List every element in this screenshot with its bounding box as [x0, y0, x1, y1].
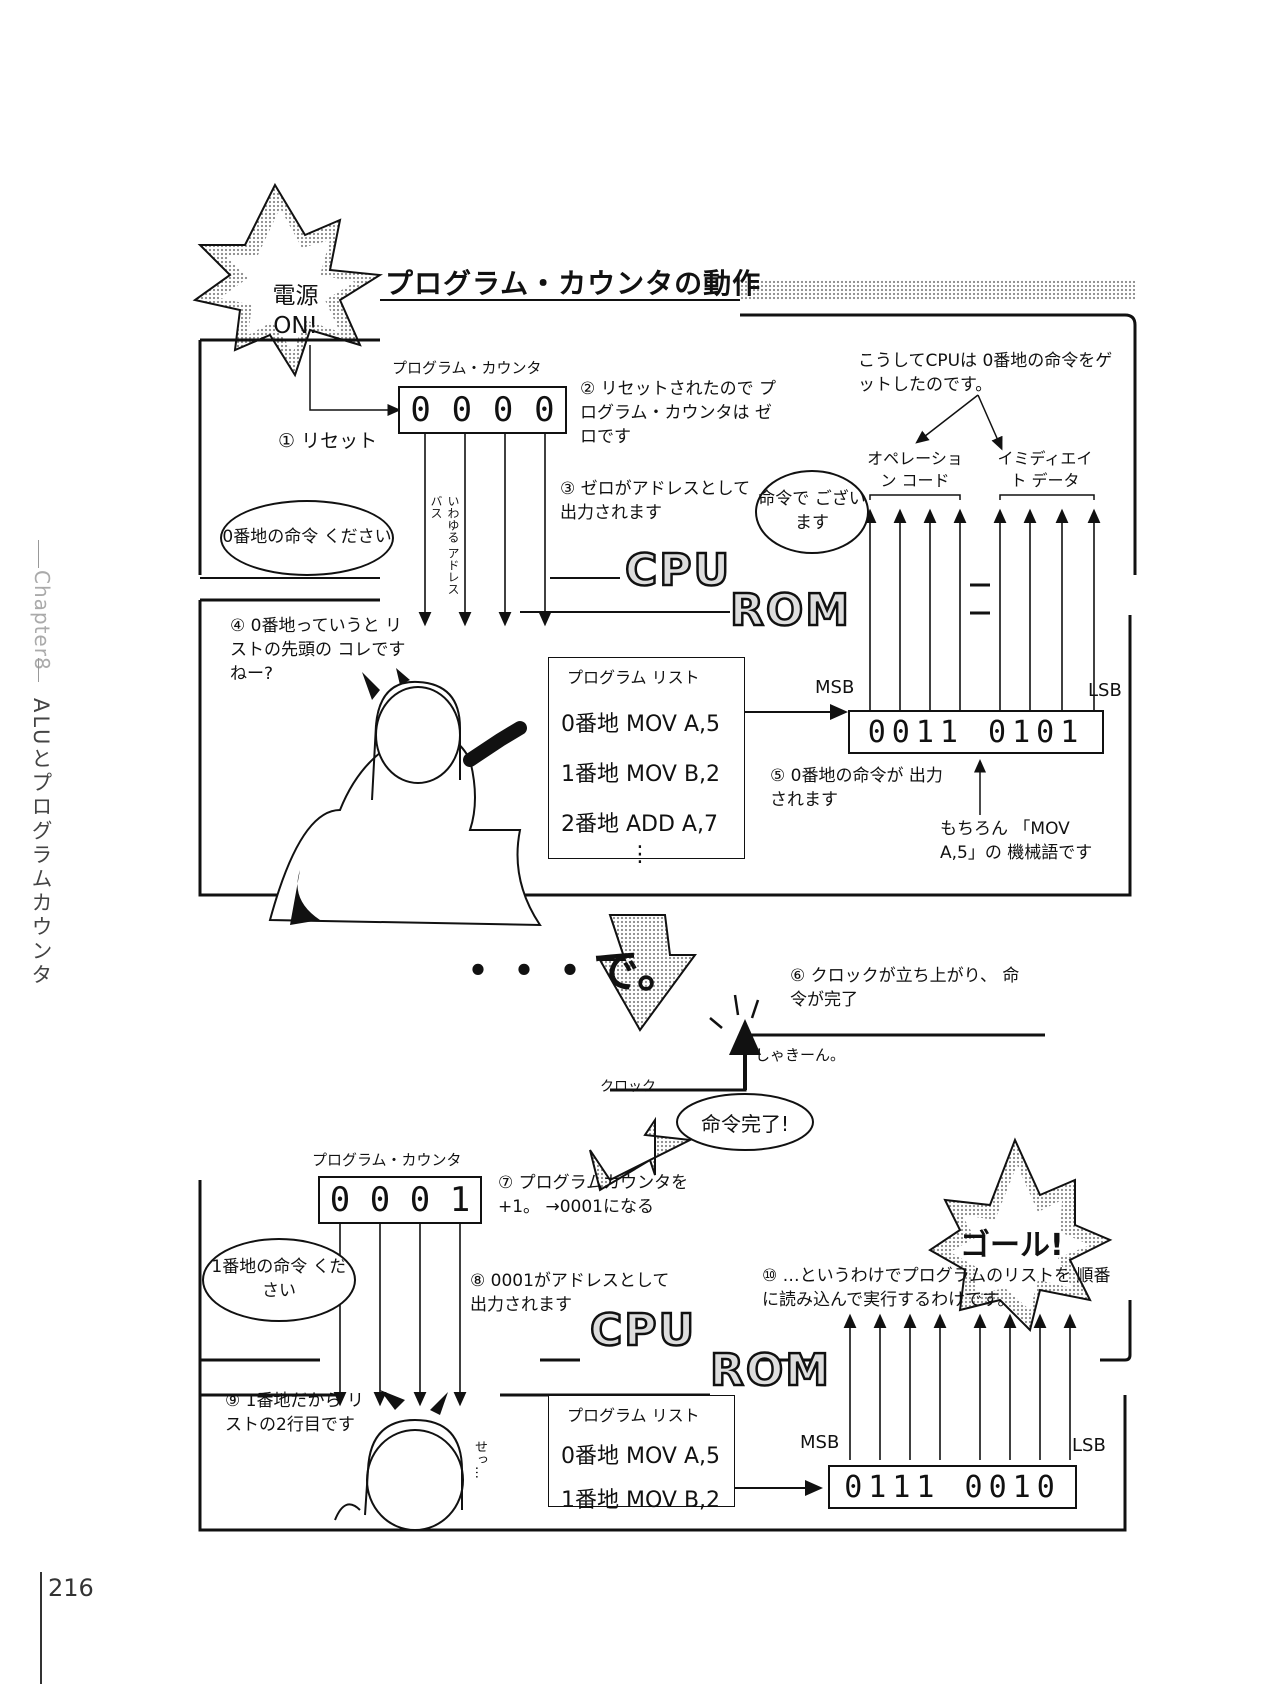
page-number-rule [40, 1572, 42, 1684]
speech-cloud-request-2: 1番地の命令 ください [202, 1238, 356, 1322]
divider [38, 658, 39, 682]
program-list-row: 1番地 MOV B,2 [561, 762, 721, 787]
program-counter-1: 0 0 0 0 [398, 386, 567, 434]
counter-digit: 0 [409, 1180, 431, 1220]
down-arrow-1 [598, 914, 697, 1032]
step-6: ⑥ クロックが立ち上がり、 命令が完了 [790, 966, 1020, 1010]
divider [38, 540, 39, 568]
step-7: ⑦ プログラムカウンタを+1。 →0001になる [498, 1173, 689, 1217]
msb-label-1: MSB [815, 677, 855, 698]
step-3: ③ ゼロがアドレスとして 出力されます [560, 479, 751, 523]
program-list-row: 1番地 MOV B,2 [561, 1488, 721, 1513]
program-list-row: 0番地 MOV A,5 [561, 1444, 720, 1469]
page-title: プログラム・カウンタの動作 [385, 267, 762, 300]
opcode-label: オペレーション コード [867, 449, 963, 491]
girl-illustration-2 [334, 1390, 464, 1531]
goal-label: ゴール! [960, 1228, 1064, 1263]
step-4: ④ 0番地っていうと リストの先頭の コレですねー? [230, 616, 406, 684]
program-list-row: 0番地 MOV A,5 [561, 712, 720, 737]
program-list-header: プログラム リスト [567, 668, 700, 687]
step-9: ⑨ 1番地だから リストの2行目です [225, 1391, 364, 1435]
section-title: ALUとプログラムカウンタ [29, 698, 53, 988]
chapter-label: Chapter8 [30, 570, 54, 671]
program-list-row: 2番地 ADD A,7 [561, 812, 718, 837]
complete-bubble [676, 1093, 814, 1151]
lsb-label-2: LSB [1072, 1435, 1106, 1456]
sfx-peek: せっ… [472, 1440, 487, 1479]
down-arrow-2 [589, 1116, 694, 1192]
program-list-header: プログラム リスト [567, 1406, 700, 1425]
counter-digit: 1 [449, 1180, 471, 1220]
rom-output-1: 0011 0101 [848, 710, 1104, 754]
power-burst-label: 電源 ON! [272, 283, 319, 339]
step-1: ① リセット [278, 430, 378, 452]
cpu-label-2: CPU [589, 1304, 697, 1358]
step-2: ② リセットされたので プログラム・カウンタは ゼロです [580, 379, 777, 447]
counter-digit: 0 [369, 1180, 391, 1220]
machine-code-note: もちろん 「MOV A,5」の 機械語です [940, 819, 1093, 863]
title-screentone [740, 280, 1135, 300]
cpu-frame-2 [198, 1180, 1132, 1395]
complete-label: 命令完了! [700, 1112, 790, 1136]
step-8: ⑧ 0001がアドレスとして 出力されます [470, 1271, 670, 1315]
clock-label: クロック [600, 1079, 656, 1095]
lsb-label-1: LSB [1088, 680, 1122, 701]
counter-digit: 0 [410, 390, 431, 430]
program-list-1: プログラム リスト 0番地 MOV A,5 1番地 MOV B,2 2番地 AD… [548, 657, 745, 867]
counter-label-1: プログラム・カウンタ [392, 359, 542, 377]
counter-digit: 0 [451, 390, 473, 430]
speech-cloud-reply-1: 命令で ございます [755, 470, 869, 554]
counter-label-2: プログラム・カウンタ [312, 1151, 462, 1169]
speech-cloud-request-1: 0番地の命令 ください [220, 500, 394, 576]
counter-digit: 0 [329, 1180, 351, 1220]
counter-digit: 0 [492, 390, 514, 430]
rom-output-2: 0111 0010 [828, 1465, 1077, 1509]
program-list-2: プログラム リスト 0番地 MOV A,5 1番地 MOV B,2 [548, 1395, 735, 1513]
sidebar: Chapter8 ALUとプログラムカウンタ [22, 540, 62, 1240]
cpu-note: こうしてCPUは 0番地の命令をゲットしたのです。 [858, 351, 1113, 395]
cpu-frame [198, 313, 1137, 575]
girl-illustration-1 [268, 668, 542, 927]
program-list-row: ⋮ [629, 842, 651, 867]
rom-label-1: ROM [729, 584, 852, 638]
address-bus-label: いわゆる アドレスバス [429, 495, 460, 595]
rom-label-2: ROM [709, 1344, 832, 1398]
step-5: ⑤ 0番地の命令が 出力されます [770, 766, 943, 810]
msb-label-2: MSB [800, 1432, 840, 1453]
page-number: 216 [48, 1574, 94, 1602]
de-exclamation: ・・・で。 [455, 944, 684, 998]
immediate-label: イミディエイト データ [997, 449, 1093, 491]
counter-digit: 0 [534, 390, 555, 430]
program-counter-2: 0 0 0 1 [318, 1176, 482, 1224]
cpu-label-1: CPU [624, 544, 732, 598]
sfx-shakin: しゃきーん。 [755, 1046, 846, 1064]
rom-frame [198, 598, 1132, 897]
step-10: ⑩ …というわけでプログラムのリストを 順番に読み込んで実行するわけです。 [762, 1266, 1111, 1310]
